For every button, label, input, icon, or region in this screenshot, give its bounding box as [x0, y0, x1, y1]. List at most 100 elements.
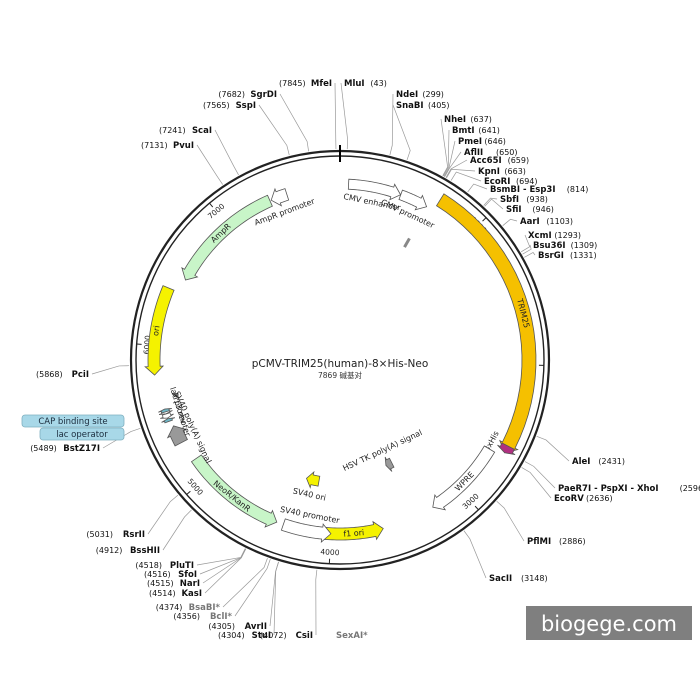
site-name-ecori-10: EcoRI	[484, 177, 510, 187]
watermark: biogege.com	[526, 606, 692, 640]
site-leader-aari-14	[502, 218, 518, 226]
site-pos-bcli-27: (4356)	[173, 612, 200, 621]
map-center-text: pCMV-TRIM25(human)-8×His-Neo 7869 碱基对	[252, 358, 429, 380]
site-leader-aflii-7	[444, 151, 462, 177]
lac-operator-badge-label: lac operator	[56, 430, 108, 440]
site-pos-snabi-3: (405)	[428, 101, 450, 110]
site-leader-csii-23	[315, 569, 318, 636]
feature-lac-promoter	[160, 412, 174, 419]
site-leader-nari-30	[202, 548, 246, 584]
site-leader-ecori-10	[450, 171, 482, 182]
site-pos-aflii-7: (650)	[496, 148, 518, 157]
site-leader-snabi-3	[392, 104, 411, 161]
tick-mark-1000	[482, 217, 487, 222]
site-leader-pvui-37	[196, 144, 224, 185]
site-pos-sacii-22: (3148)	[521, 574, 548, 583]
tick-label-4000: 4000	[320, 547, 340, 557]
site-name-snabi-3: SnaBI	[396, 101, 424, 111]
site-pos-scai-38: (7241)	[159, 126, 186, 135]
site-pos-sgrdi-40: (7682)	[218, 90, 245, 99]
site-leader-acc65i-8	[445, 159, 468, 178]
site-pos-bsu36i-16: (1309)	[571, 241, 598, 250]
site-leader-pflmi-21	[496, 501, 525, 542]
site-pos-bsrgi-17: (1331)	[570, 251, 597, 260]
restriction-sites: MfeI(7845)MluI(43)NdeI(299)SnaBI(405)Nhe…	[30, 79, 700, 641]
site-leader-mfei-0	[334, 82, 337, 150]
site-leader-rsrii-34	[147, 494, 179, 535]
site-name-bsrgi-17: BsrGI	[538, 251, 564, 261]
site-leader-sbfi-12	[483, 197, 498, 206]
site-name-sexai-24: SexAI*	[336, 631, 368, 641]
site-leader-sgrdi-40	[279, 93, 309, 152]
site-leader-mlui-1	[340, 82, 348, 150]
site-name-rsrii-34: RsrII	[123, 530, 145, 540]
site-leader-kpni-9	[446, 168, 476, 179]
site-pos-pvui-37: (7131)	[141, 141, 168, 150]
site-name-pcii-36: PciI	[72, 370, 89, 380]
site-pos-xcmi-15: (1293)	[554, 231, 581, 240]
site-name-bcli-27: BclI*	[210, 612, 233, 622]
feature-label-neor-kanr: NeoR/KanR	[211, 479, 252, 514]
site-leader-pcii-36	[91, 365, 130, 375]
site-leader-pmei-6	[443, 140, 456, 177]
site-name-ndei-2: NdeI	[396, 90, 418, 100]
feature-sv40-promoter	[280, 518, 332, 544]
site-name-ecorv-20: EcoRV	[554, 494, 584, 504]
plasmid-length: 7869 碱基对	[318, 370, 362, 380]
site-name-mfei-0: MfeI	[311, 79, 332, 89]
feature-label-hsv-tk-poly-a-signal: HSV TK poly(A) signal	[341, 428, 423, 473]
site-name-kasi-29: KasI	[181, 589, 202, 599]
site-leader-bsabi-28	[222, 558, 268, 608]
site-name-scai-38: ScaI	[192, 126, 212, 136]
site-pos-kpni-9: (663)	[504, 167, 526, 176]
feature-f1-ori	[322, 520, 384, 541]
feature-ori	[144, 285, 175, 376]
site-name-sspi-39: SspI	[236, 101, 256, 111]
site-pos-avrii-26: (4305)	[208, 622, 235, 631]
feature-lac-operator	[161, 417, 175, 424]
site-name-pvui-37: PvuI	[173, 141, 194, 151]
site-pos-sbfi-12: (938)	[526, 195, 548, 204]
site-name-kpni-9: KpnI	[478, 167, 500, 177]
site-leader-sfii-13	[484, 198, 504, 210]
site-pos-bsmbi-esp3i-11: (814)	[567, 185, 589, 194]
site-leader-scai-38	[214, 129, 239, 176]
feature-hsv-tk-poly-a-signal	[384, 456, 395, 472]
cap-binding-badge: CAP binding site	[21, 414, 125, 428]
site-name-sgrdi-40: SgrDI	[250, 90, 277, 100]
feature-neor-kanr	[190, 454, 278, 528]
tick-mark-3000	[474, 505, 479, 511]
feature-cmv-enhancer	[347, 178, 402, 201]
site-leader-sspi-39	[258, 104, 290, 156]
site-leader-stui-25	[273, 561, 279, 636]
site-name-sbfi-12: SbfI	[500, 195, 519, 205]
cap-binding-badge-label: CAP binding site	[38, 417, 107, 427]
site-name-stui-25: StuI	[252, 631, 271, 641]
site-leader-bstz17i-35	[102, 427, 141, 449]
site-pos-ecorv-20: (2636)	[586, 494, 613, 503]
site-name-sfoi-31: SfoI	[178, 570, 197, 580]
feature-wpre	[432, 445, 496, 511]
lac-operator-badge: lac operator	[39, 427, 125, 441]
tick-label-3000: 3000	[461, 491, 481, 511]
watermark-text: biogege.com	[541, 612, 677, 636]
site-name-xcmi-15: XcmI	[528, 231, 552, 241]
site-pos-ecori-10: (694)	[516, 177, 538, 186]
site-pos-paer7i-pspxi-xhoi-19: (2596)	[680, 484, 700, 493]
feature-ampr	[181, 194, 273, 281]
feature-cap-binding-site	[158, 407, 172, 414]
site-pos-bsabi-28: (4374)	[156, 603, 183, 612]
site-pos-pflmi-21: (2886)	[559, 537, 586, 546]
site-name-aflii-7: AflII	[464, 148, 483, 158]
tick-mark-7000	[209, 202, 214, 208]
site-pos-acc65i-8: (659)	[508, 156, 530, 165]
site-pos-mfei-0: (7845)	[279, 79, 306, 88]
site-leader-bsrgi-17	[524, 252, 536, 258]
site-name-bsu36i-16: Bsu36I	[533, 241, 566, 251]
site-pos-pmei-6: (646)	[484, 137, 506, 146]
site-name-avrii-26: AvrII	[245, 622, 267, 632]
site-name-pluti-32: PluTI	[170, 561, 194, 571]
site-pos-alei-18: (2431)	[598, 457, 625, 466]
feature-8xhis	[497, 442, 516, 455]
site-name-bsmbi-esp3i-11: BsmBI - Esp3I	[490, 185, 556, 195]
